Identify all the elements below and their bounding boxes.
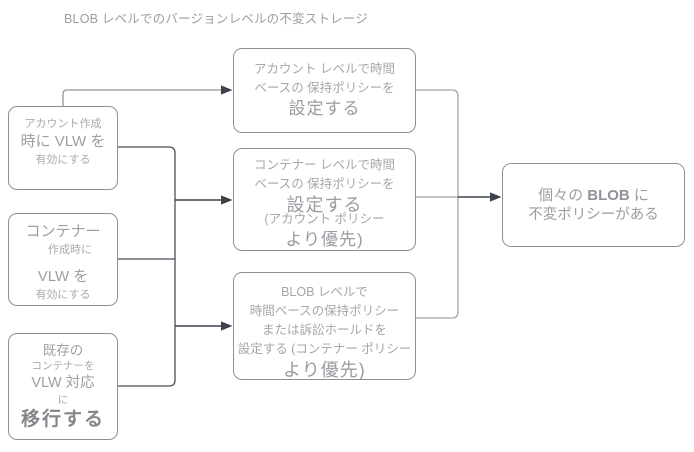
- node-text-line: VLW 対応: [31, 375, 95, 391]
- node-set-container-level-retention-policy: コンテナー レベルで時間 ベースの 保持ポリシーを 設定する (アカウント ポリ…: [233, 148, 416, 251]
- node-migrate-existing-container-to-vlw: 既存の コンテナーを VLW 対応 に 移行する: [8, 333, 118, 440]
- node-text-line: 作成時に: [48, 244, 92, 256]
- node-text-line: BLOB レベルで: [281, 285, 368, 299]
- node-text-segment: に: [629, 187, 649, 204]
- node-text-line: 有効にする: [35, 154, 91, 166]
- node-text-line: アカウント作成: [24, 118, 102, 130]
- node-text-line: 設定する: [288, 99, 361, 118]
- arrowhead-mid3: [221, 321, 233, 331]
- node-text-line: 移行する: [20, 409, 105, 430]
- arrowhead-right1: [490, 192, 502, 202]
- node-enable-vlw-on-account-creation: アカウント作成 時に VLW を 有効にする: [8, 106, 118, 190]
- node-set-account-level-retention-policy: アカウント レベルで時間 ベースの 保持ポリシーを 設定する: [233, 48, 416, 133]
- node-text-line: コンテナー: [25, 223, 101, 240]
- arrowhead-mid1: [221, 85, 233, 95]
- node-text-line: 既存の: [42, 343, 84, 358]
- node-text-segment: 個々の: [538, 187, 588, 204]
- node-text-line: または訴訟ホールドを: [261, 323, 387, 337]
- node-set-blob-level-retention-or-legal-hold: BLOB レベルで 時間ベースの保持ポリシー または訴訟ホールドを 設定する (…: [233, 272, 416, 380]
- node-text-line: 個々の BLOB に: [503, 186, 684, 206]
- node-text-line: コンテナー レベルで時間: [254, 158, 395, 172]
- node-text-line: に: [57, 394, 69, 406]
- node-text-line: ベースの 保持ポリシーを: [254, 177, 395, 191]
- connector-left-trunk: [118, 146, 176, 387]
- node-text-line: 有効にする: [35, 289, 91, 301]
- node-enable-vlw-on-container-creation: コンテナー 作成時に VLW を 有効にする: [8, 213, 118, 306]
- node-text-line: (アカウント ポリシー: [264, 212, 385, 226]
- node-text-line: より優先): [283, 360, 366, 380]
- node-text-segment-bold: BLOB: [587, 187, 630, 204]
- node-text-line: 設定する: [286, 195, 363, 215]
- node-text-line: アカウント レベルで時間: [254, 62, 395, 76]
- diagram-title: BLOB レベルでのバージョンレベルの不変ストレージ: [64, 12, 369, 26]
- node-text-line: ベースの 保持ポリシーを: [254, 81, 395, 95]
- node-text-line: 時に VLW を: [20, 133, 106, 150]
- arrowhead-mid2: [221, 195, 233, 205]
- node-individual-blob-immutable-policy: 個々の BLOB に 不変ポリシーがある: [502, 163, 685, 247]
- connector-right-trunk: [416, 89, 459, 319]
- node-text-line: コンテナーを: [31, 360, 95, 372]
- connector-left1-to-mid1: [62, 89, 222, 106]
- node-text-line: より優先): [285, 230, 364, 249]
- node-text-line: VLW を: [37, 268, 89, 285]
- node-text-line: 不変ポリシーがある: [528, 207, 659, 223]
- node-text-line: 時間ベースの保持ポリシー: [249, 304, 400, 318]
- node-text-line: 設定する (コンテナー ポリシー: [237, 342, 412, 356]
